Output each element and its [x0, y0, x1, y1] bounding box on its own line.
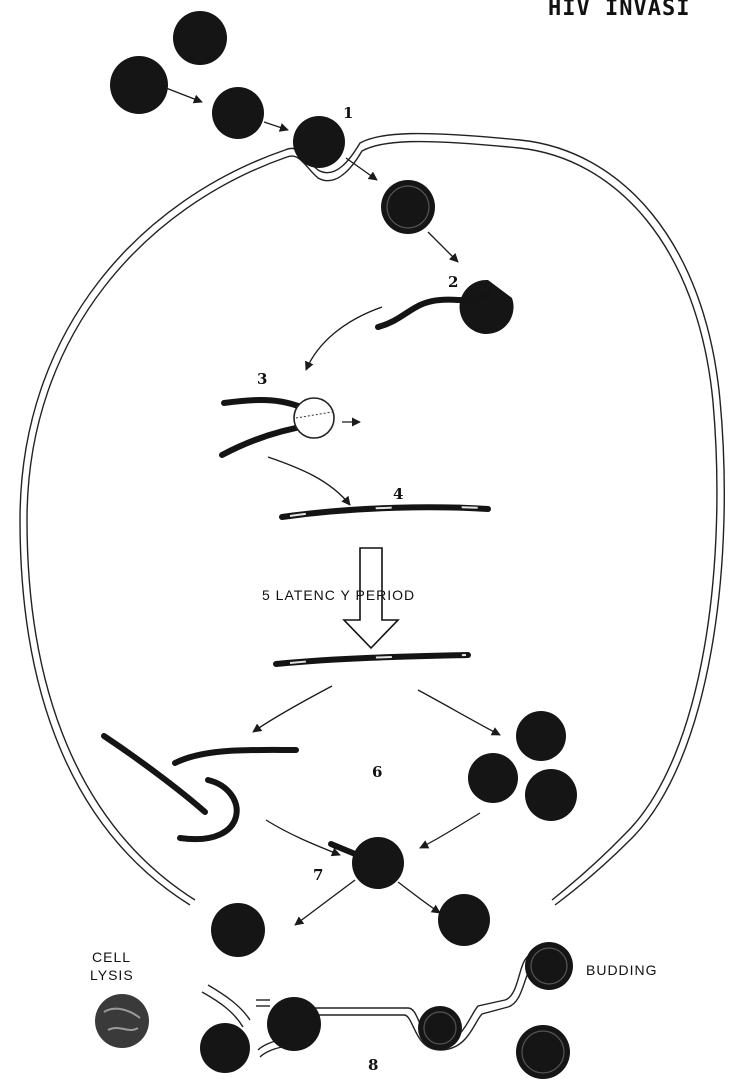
- mature-virion: [516, 1025, 570, 1079]
- incoming-virions: 1: [110, 11, 458, 262]
- entry-arrow: [264, 122, 288, 130]
- new-rna: [175, 750, 296, 763]
- translation-arrow: [418, 690, 500, 735]
- release-arrow: [398, 882, 440, 913]
- new-protein: [525, 769, 577, 821]
- reverse-transcription: 3: [222, 370, 360, 505]
- virion: [211, 903, 265, 957]
- opened-capsid: [460, 280, 514, 334]
- release-arrow: [295, 880, 355, 925]
- entry-arrow: [346, 158, 377, 180]
- integration-arrow: [268, 457, 350, 505]
- step-2-label: 2: [448, 273, 458, 291]
- step-8-label: 8: [368, 1056, 378, 1074]
- virion: [173, 11, 227, 65]
- assembly-arrow: [420, 813, 480, 848]
- step-6-label: 6: [372, 763, 382, 781]
- budding-label: BUDDING: [586, 962, 658, 978]
- step-1-label: 1: [343, 104, 353, 122]
- virion: [200, 1023, 250, 1073]
- new-protein: [468, 753, 518, 803]
- cell-lysis-label: CELL: [92, 949, 131, 965]
- rt-arrow: [306, 307, 382, 370]
- latency-period: 5 LATENC Y PERIOD: [262, 548, 468, 664]
- virion: [381, 180, 435, 234]
- reverse-transcriptase: [294, 398, 334, 438]
- bottom-membrane: [202, 955, 536, 1057]
- step-5-label: 5 LATENC Y PERIOD: [262, 587, 415, 603]
- diagram-title: HIV INVASI: [548, 0, 690, 21]
- virion: [267, 997, 321, 1051]
- virion: [110, 56, 168, 114]
- lysed-virion: [95, 994, 149, 1048]
- step-7-label: 7: [313, 866, 323, 884]
- cell-membrane: [20, 134, 724, 905]
- cell-lysis-label: LYSIS: [90, 967, 134, 983]
- budding-virion: [525, 942, 573, 990]
- new-rna: [180, 780, 237, 839]
- new-protein: [516, 711, 566, 761]
- cell-lysis: CELL LYSIS: [90, 949, 149, 1048]
- replication: 6: [104, 686, 577, 839]
- new-rna: [104, 736, 205, 812]
- step-4-label: 4: [393, 485, 403, 503]
- entry-arrow: [428, 232, 458, 262]
- integrated-dna: 4: [282, 485, 488, 517]
- assembly-arrow: [266, 820, 340, 855]
- virion: [438, 894, 490, 946]
- step-3-label: 3: [257, 370, 267, 388]
- assembled-virion: [352, 837, 404, 889]
- entry-arrow: [166, 88, 202, 102]
- transcription-arrow: [253, 686, 332, 732]
- uncoating: 2: [306, 273, 514, 370]
- virion: [293, 116, 345, 168]
- release: 8: [200, 894, 573, 1079]
- virion: [212, 87, 264, 139]
